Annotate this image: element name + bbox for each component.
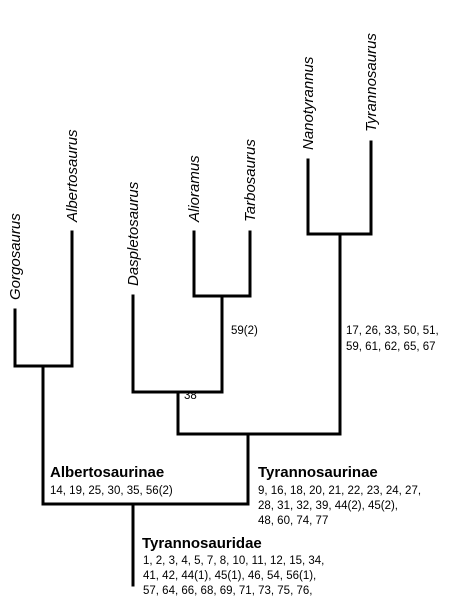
node-label-nanotyrannus-tyrannosaurus-line-1: 17, 26, 33, 50, 51, — [346, 325, 439, 337]
taxon-label-gorgosaurus: Gorgosaurus — [7, 213, 24, 300]
clade-name-tyrannosauridae: Tyrannosauridae — [142, 535, 262, 552]
taxon-label-daspletosaurus: Daspletosaurus — [125, 181, 142, 286]
clade-characters-tyrannosaurinae-line-1: 9, 16, 18, 20, 21, 22, 23, 24, 27, — [258, 485, 421, 497]
taxon-label-alioramus: Alioramus — [186, 155, 203, 223]
node-label-daspletosaurus-group: 38 — [184, 390, 197, 402]
branch-albertosaurinae-node — [13, 364, 74, 506]
branch-nanotyrannus-tyrannosaurus-node — [306, 232, 373, 436]
clade-characters-tyrannosauridae-line-1: 1, 2, 3, 4, 5, 7, 8, 10, 11, 12, 15, 34, — [143, 555, 324, 567]
clade-characters-tyrannosauridae-line-2: 41, 42, 44(1), 45(1), 46, 54, 56(1), — [143, 570, 316, 582]
taxon-label-nanotyrannus: Nanotyrannus — [300, 56, 317, 150]
branch-tyrannosaurinae-node — [176, 432, 342, 506]
tree-branches — [13, 140, 373, 587]
clade-name-albertosaurinae: Albertosaurinae — [50, 464, 164, 481]
node-character-labels: 59(2) 38 17, 26, 33, 50, 51, 59, 61, 62,… — [184, 325, 439, 402]
clade-characters-albertosaurinae: 14, 19, 25, 30, 35, 56(2) — [50, 485, 173, 497]
branch-root-node — [41, 502, 250, 587]
node-label-alioramus-tarbosaurus: 59(2) — [231, 325, 258, 337]
taxon-labels: Gorgosaurus Albertosaurus Daspletosaurus… — [7, 33, 380, 300]
taxon-label-albertosaurus: Albertosaurus — [64, 129, 81, 223]
branch-daspletosaurus-group-node — [131, 390, 224, 436]
clade-labels: Albertosaurinae 14, 19, 25, 30, 35, 56(2… — [50, 464, 421, 597]
clade-characters-tyrannosaurinae-line-3: 48, 60, 74, 77 — [258, 515, 328, 527]
clade-characters-tyrannosaurinae-line-2: 28, 31, 32, 39, 44(2), 45(2), — [258, 500, 398, 512]
clade-characters-tyrannosauridae-line-3: 57, 64, 66, 68, 69, 71, 73, 75, 76, — [143, 585, 312, 597]
clade-name-tyrannosaurinae: Tyrannosaurinae — [258, 464, 378, 481]
taxon-label-tyrannosaurus: Tyrannosaurus — [363, 33, 380, 132]
branch-alioramus-tarbosaurus-node — [192, 294, 252, 394]
node-label-nanotyrannus-tyrannosaurus-line-2: 59, 61, 62, 65, 67 — [346, 341, 436, 353]
taxon-label-tarbosaurus: Tarbosaurus — [242, 139, 259, 222]
